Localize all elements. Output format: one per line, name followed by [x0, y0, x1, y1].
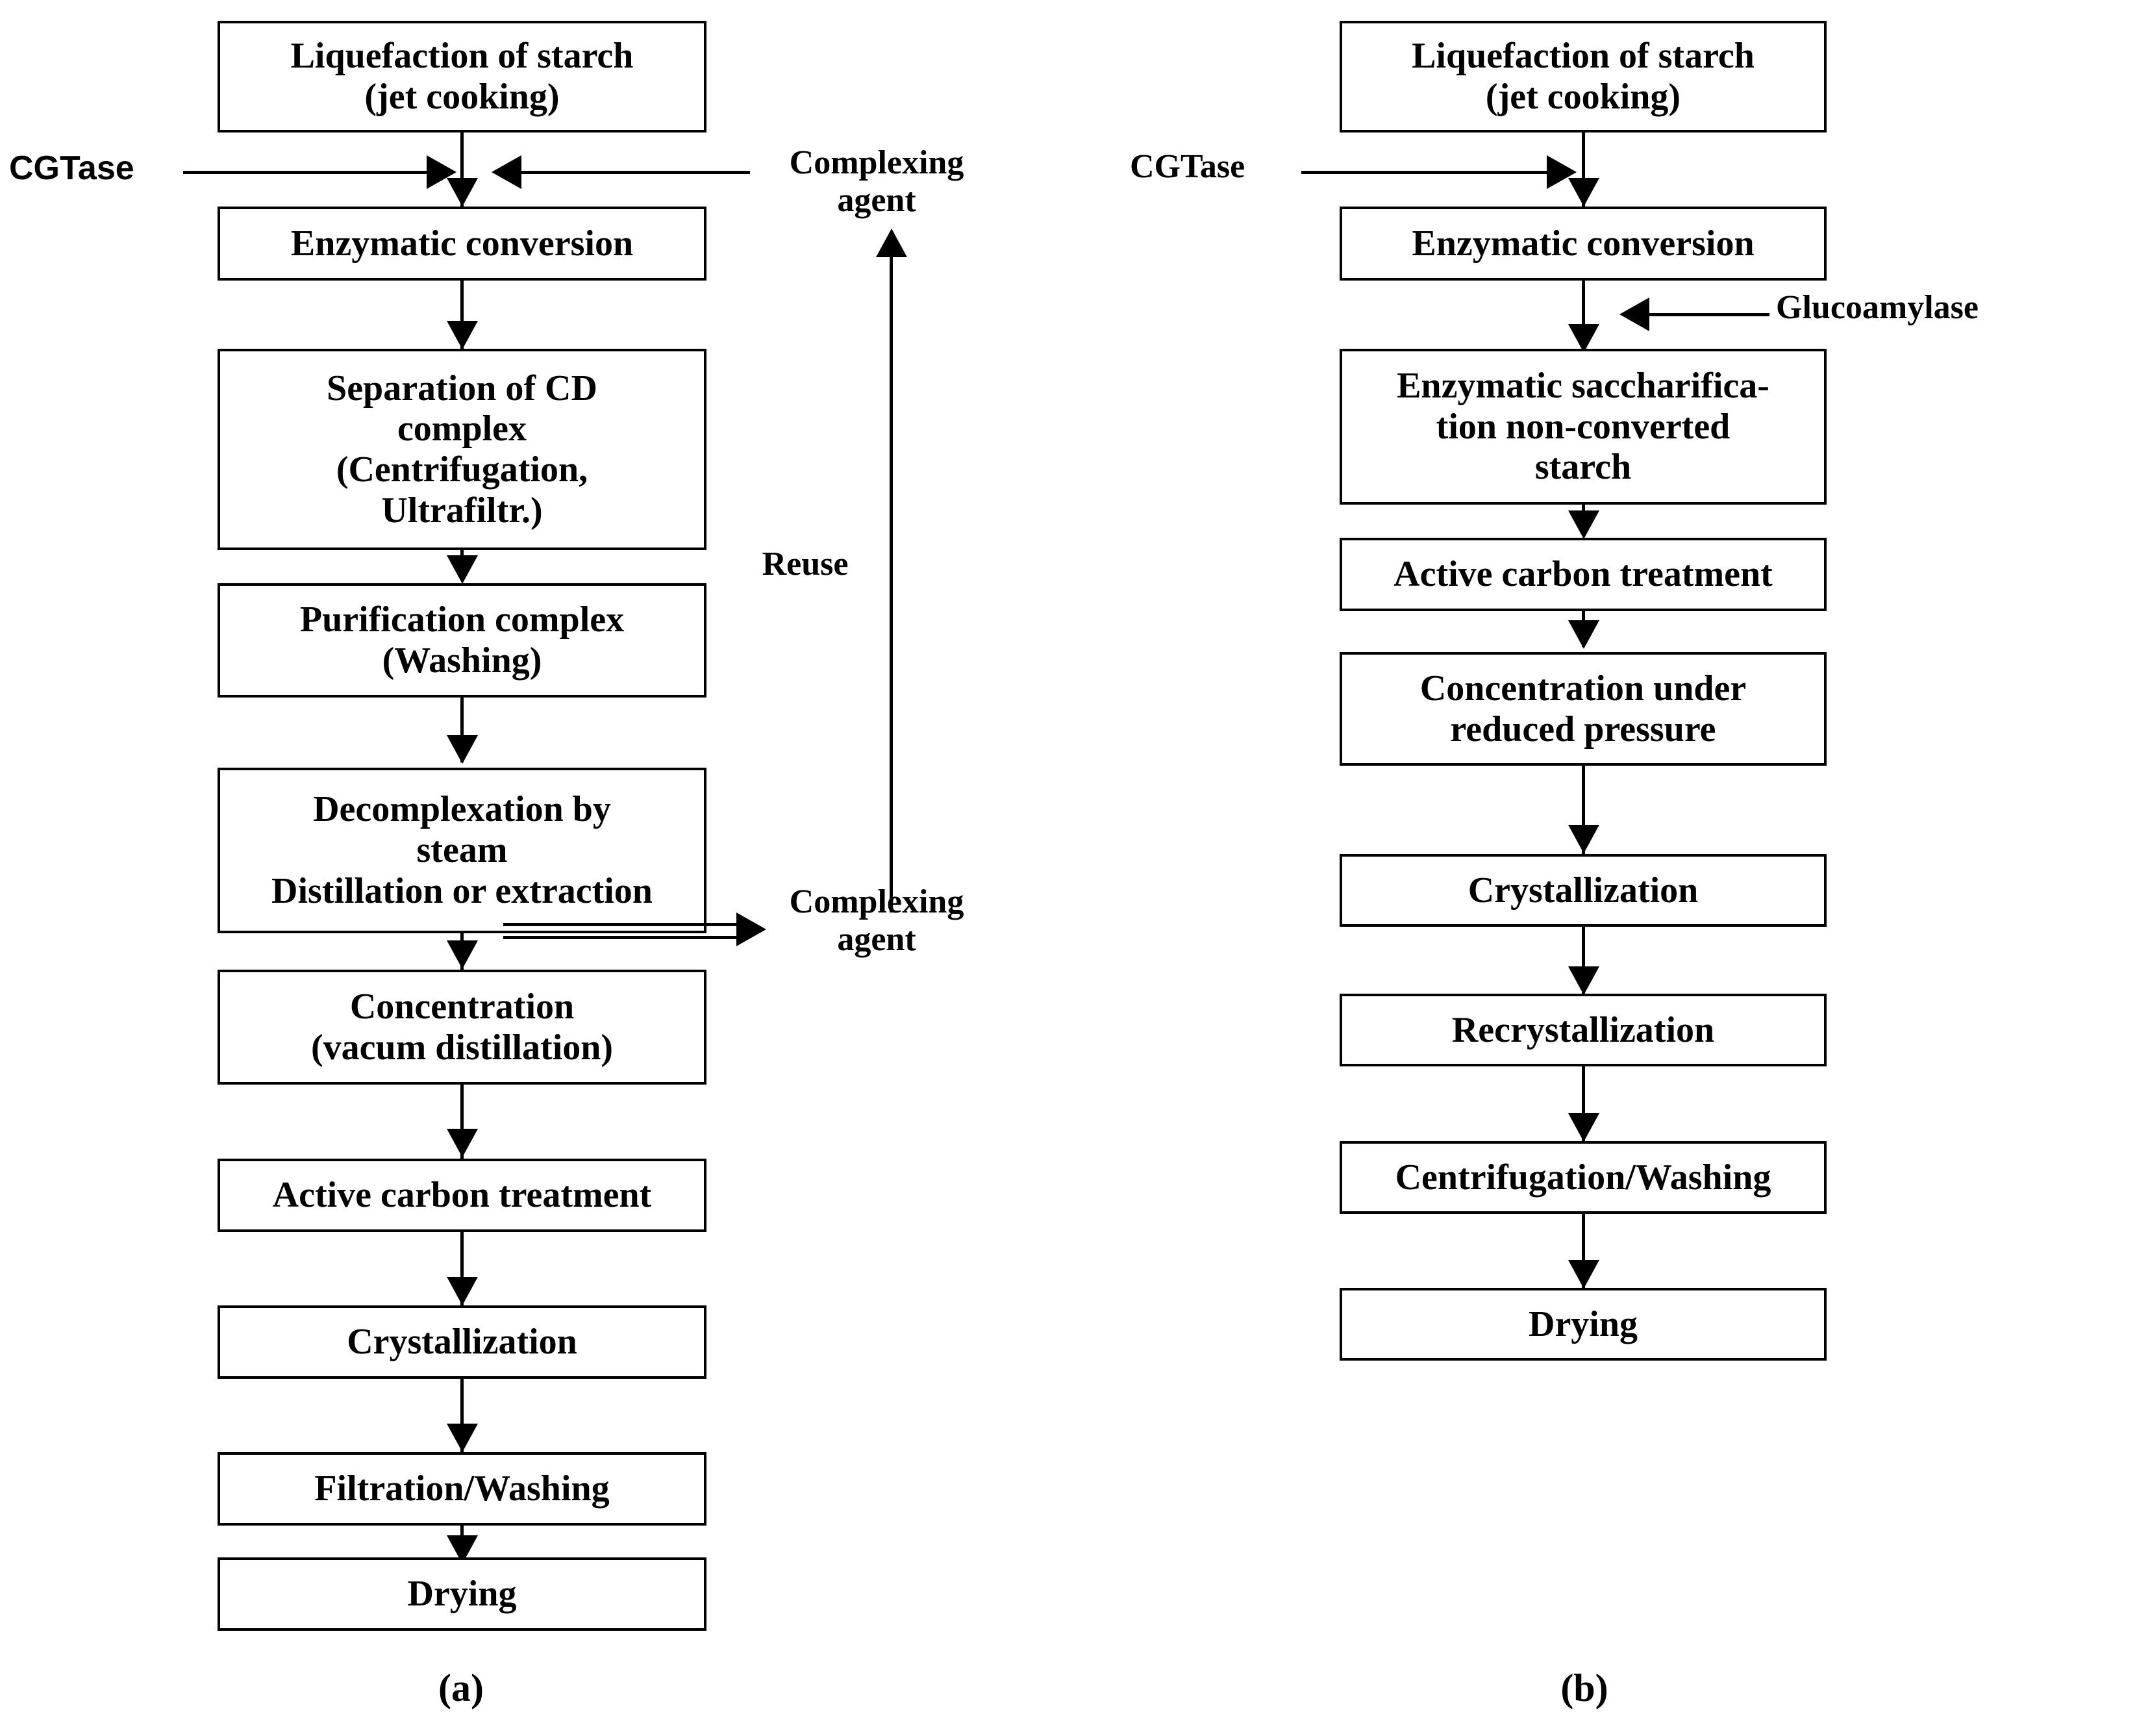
process-box-label: Liquefaction of starch (jet cooking) [290, 36, 634, 117]
arrow-down-a-7 [447, 1277, 478, 1305]
connector-a-complexing-out-bottom [503, 936, 744, 939]
arrow-down-a-2 [447, 321, 478, 349]
process-box-label: Enzymatic saccharifica- tion non-convert… [1397, 365, 1769, 488]
arrow-up-a-reuse [876, 229, 907, 257]
process-box-a-decomplexation: Decomplexation by steam Distillation or … [218, 768, 706, 933]
arrow-down-b-5 [1568, 825, 1599, 853]
arrow-down-a-6 [447, 1129, 478, 1157]
connector-a-8 [460, 1379, 464, 1453]
process-box-a-drying: Drying [218, 1557, 706, 1631]
connector-b-cgtase [1301, 171, 1549, 174]
process-box-b-saccharification: Enzymatic saccharifica- tion non-convert… [1340, 349, 1827, 505]
connector-a-reuse [890, 257, 893, 912]
process-box-a-separation: Separation of CD complex (Centrifugation… [218, 349, 706, 550]
process-box-a-crystallization: Crystallization [218, 1305, 706, 1379]
process-box-label: Enzymatic conversion [290, 223, 634, 264]
process-box-label: Purification complex (Washing) [299, 599, 625, 681]
process-box-b-liquefaction: Liquefaction of starch (jet cooking) [1340, 21, 1827, 132]
process-box-label: Active carbon treatment [1393, 554, 1773, 595]
side-label-a-cgtase: CGTase [9, 149, 134, 187]
side-label-b-glucoamylase: Glucoamylase [1776, 289, 1979, 326]
connector-a-6 [460, 1085, 464, 1159]
process-box-b-active-carbon: Active carbon treatment [1340, 538, 1827, 611]
side-label-b-cgtase: CGTase [1130, 148, 1245, 185]
arrow-right-a-complexing-out [736, 912, 766, 946]
arrow-right-a-cgtase [427, 155, 456, 189]
process-box-label: Separation of CD complex (Centrifugation… [327, 368, 597, 531]
arrow-down-b-2 [1568, 324, 1599, 353]
process-box-b-drying: Drying [1340, 1288, 1827, 1361]
connector-b-8 [1582, 1214, 1585, 1290]
arrow-down-b-3 [1568, 510, 1599, 539]
connector-b-2 [1582, 281, 1585, 352]
side-label-a-complexing-agent-out: Complexing agent [789, 883, 964, 959]
process-box-label: Recrystallization [1451, 1009, 1715, 1050]
process-box-label: Decomplexation by steam Distillation or … [271, 789, 653, 911]
connector-a-complexing-out-top [503, 923, 744, 926]
connector-a-complexing-in [519, 171, 750, 174]
process-box-label: Liquefaction of starch (jet cooking) [1412, 36, 1755, 117]
arrow-left-b-glucoamylase [1619, 297, 1649, 331]
side-label-a-complexing-agent-in: Complexing agent [789, 144, 964, 220]
arrow-down-a-8 [447, 1424, 478, 1452]
arrow-down-b-8 [1568, 1260, 1599, 1289]
process-box-b-recrystallization: Recrystallization [1340, 994, 1827, 1066]
process-box-label: Concentration (vacum distillation) [310, 986, 614, 1068]
connector-a-7 [460, 1232, 464, 1306]
arrow-down-b-7 [1568, 1113, 1599, 1142]
arrow-right-b-cgtase [1547, 155, 1577, 189]
process-box-a-purification: Purification complex (Washing) [218, 583, 706, 698]
connector-b-6 [1582, 927, 1585, 996]
process-box-label: Crystallization [347, 1322, 577, 1363]
process-box-label: Centrifugation/Washing [1395, 1157, 1771, 1198]
connector-b-5 [1582, 766, 1585, 854]
process-box-a-liquefaction: Liquefaction of starch (jet cooking) [218, 21, 706, 132]
connector-a-2 [460, 281, 464, 349]
process-box-a-active-carbon: Active carbon treatment [218, 1159, 706, 1232]
side-label-a-reuse: Reuse [762, 546, 849, 583]
process-box-a-enzymatic-conversion: Enzymatic conversion [218, 207, 706, 281]
panel-caption-b: (b) [1560, 1667, 1608, 1709]
connector-a-4 [460, 698, 464, 762]
connector-a-cgtase [183, 171, 430, 174]
process-box-a-filtration-washing: Filtration/Washing [218, 1452, 706, 1526]
process-box-b-concentration: Concentration under reduced pressure [1340, 652, 1827, 766]
connector-b-glucoamylase [1649, 313, 1769, 316]
process-box-b-enzymatic-conversion: Enzymatic conversion [1340, 207, 1827, 281]
arrow-down-a-3 [447, 555, 478, 584]
process-box-label: Filtration/Washing [314, 1468, 610, 1509]
arrow-left-a-complexing-in [492, 155, 521, 189]
process-box-label: Drying [407, 1574, 517, 1615]
arrow-down-a-5 [447, 940, 478, 969]
panel-caption-a: (a) [438, 1667, 484, 1709]
process-box-b-centrifugation-washing: Centrifugation/Washing [1340, 1141, 1827, 1214]
arrow-down-b-4 [1568, 620, 1599, 649]
process-box-label: Crystallization [1468, 870, 1699, 911]
arrow-down-a-4 [447, 735, 478, 764]
process-box-label: Drying [1529, 1303, 1638, 1344]
connector-b-7 [1582, 1066, 1585, 1143]
arrow-down-b-6 [1568, 966, 1599, 995]
process-box-b-crystallization: Crystallization [1340, 854, 1827, 927]
process-box-label: Active carbon treatment [272, 1175, 652, 1216]
process-box-label: Enzymatic conversion [1412, 223, 1755, 264]
process-box-a-concentration: Concentration (vacum distillation) [218, 970, 706, 1085]
process-box-label: Concentration under reduced pressure [1419, 668, 1747, 749]
